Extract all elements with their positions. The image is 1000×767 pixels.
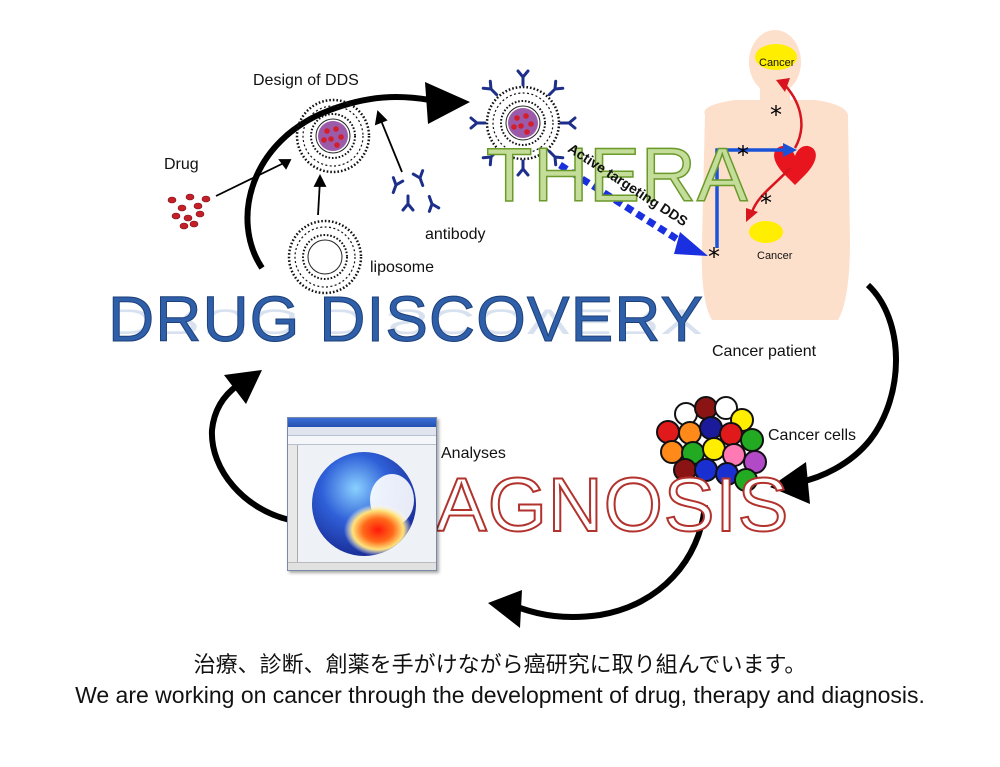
caption-english: We are working on cancer through the dev… — [75, 682, 925, 708]
cancer-cells-icon — [656, 396, 767, 492]
window-toolbar — [288, 445, 298, 563]
svg-text:*: * — [760, 189, 772, 217]
caption-japanese: 治療、診断、創薬を手がけながら癌研究に取り組んでいます。 — [193, 653, 807, 678]
svg-text:*: * — [708, 243, 720, 271]
analyses-label: Analyses — [441, 445, 506, 462]
cycle-arrow-analyses-to-discovery — [208, 370, 291, 523]
antibody-label: antibody — [425, 226, 486, 243]
window-titlebar — [288, 418, 436, 427]
sphere-heatmap-icon — [312, 452, 416, 556]
blood-vessel — [715, 148, 785, 248]
window-fieldbar — [288, 436, 436, 445]
cancer-top-label: Cancer — [759, 57, 795, 69]
caption: 治療、診断、創薬を手がけながら癌研究に取り組んでいます。 We are work… — [0, 652, 1000, 710]
svg-text:*: * — [737, 141, 749, 169]
drug-discovery-reflection: DRUG DISCOVERY — [108, 301, 705, 342]
drug-label: Drug — [164, 156, 199, 173]
liposome-label: liposome — [370, 259, 435, 276]
cancer-lower-label: Cancer — [757, 250, 793, 262]
metastasis-arrows — [746, 78, 803, 222]
cancer-spot-lower — [749, 221, 783, 243]
targeted-liposome-icon — [469, 69, 577, 177]
cycle-arrow-therapy-to-diagnosis — [770, 282, 899, 504]
dds-liposome-icon — [295, 98, 371, 174]
active-targeting-arrow — [558, 162, 708, 256]
diagnosis-title: AGNOSIS — [435, 462, 790, 549]
antibody-icon — [387, 169, 441, 213]
drug-particles-icon — [167, 193, 211, 230]
drug-discovery-title: DRUG DISCOVERY — [107, 283, 705, 356]
design-arrows — [215, 110, 403, 216]
cancer-patient-label: Cancer patient — [712, 343, 817, 360]
window-statusbar — [288, 562, 436, 570]
cancer-cells-label: Cancer cells — [768, 427, 857, 444]
asterisk-markers: * * * * — [708, 101, 782, 271]
cycle-arrow-diagnosis-to-analyses — [488, 504, 708, 628]
window-menubar — [288, 427, 436, 436]
design-of-dds-label: Design of DDS — [253, 72, 359, 89]
analysis-software-window — [287, 417, 437, 571]
cycle-arrow-discovery-to-therapy — [244, 82, 470, 270]
svg-text:*: * — [770, 101, 782, 129]
cancer-spot-top — [755, 44, 797, 70]
therapy-title: THERA — [485, 132, 749, 219]
